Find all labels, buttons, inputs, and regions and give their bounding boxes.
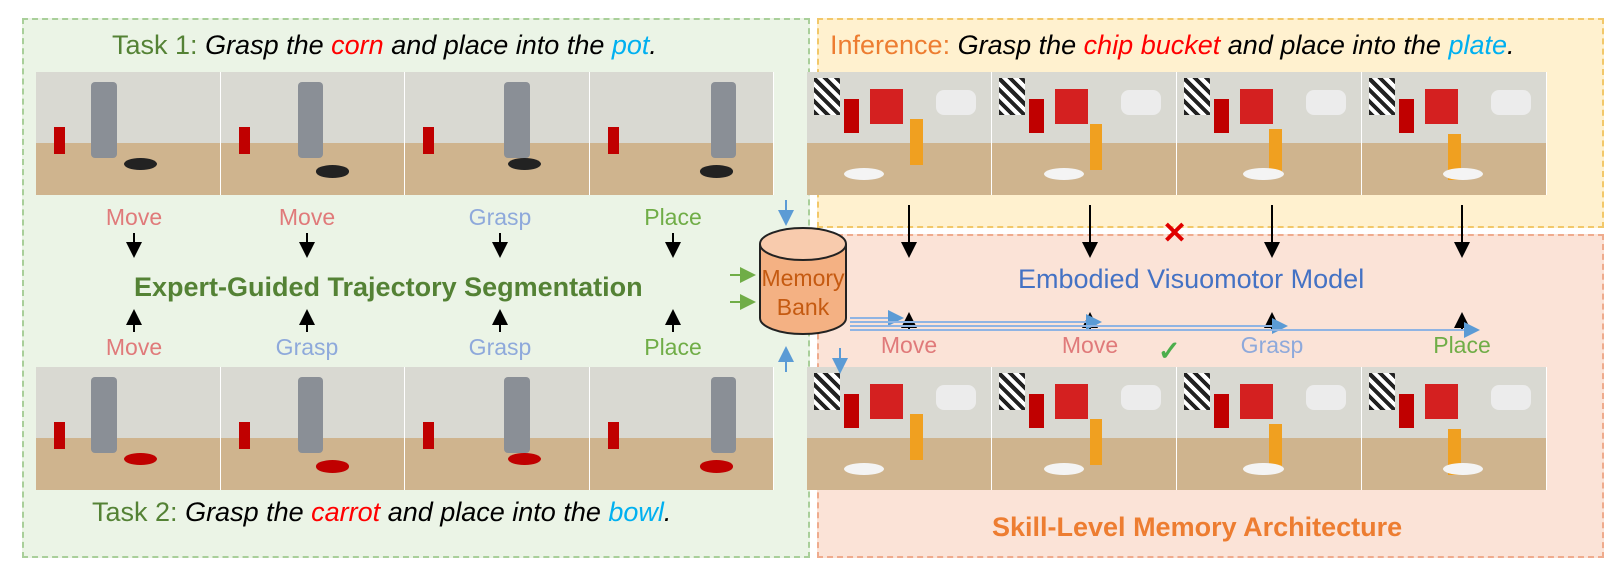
- task2-skill-label: Grasp: [468, 334, 532, 360]
- robot-frame: [36, 367, 221, 490]
- task2-skill-label: Grasp: [275, 334, 339, 360]
- task2-caption: Task 2: Grasp the carrot and place into …: [92, 497, 671, 528]
- robot-frame: [36, 72, 221, 195]
- task2-skill-label: Move: [105, 334, 163, 360]
- inference-mid: and place into the: [1227, 30, 1441, 60]
- robot-frame: [1177, 72, 1362, 195]
- robot-frame: [589, 72, 774, 195]
- task2-end: .: [663, 497, 672, 527]
- inference-end: .: [1507, 30, 1515, 60]
- task1-skill-label: Move: [105, 204, 163, 230]
- robot-frame: [992, 367, 1177, 490]
- inference-target: plate: [1448, 30, 1508, 60]
- robot-frame: [992, 72, 1177, 195]
- model-title: Embodied Visuomotor Model: [1018, 264, 1365, 294]
- task2-prefix: Task 2:: [92, 497, 178, 527]
- memory-bank-label: Memory Bank: [758, 264, 848, 322]
- robot-frame: [1177, 367, 1362, 490]
- task1-skill-label: Move: [278, 204, 336, 230]
- robot-frame: [807, 367, 992, 490]
- retrieved-skill-label: Move: [880, 332, 938, 358]
- retrieved-skill-label: Grasp: [1240, 332, 1304, 358]
- task1-skill-label: Place: [644, 204, 702, 230]
- memory-bank-line2: Bank: [776, 294, 830, 320]
- task2-mid: and place into the: [387, 497, 601, 527]
- robot-frame: [405, 367, 590, 490]
- robot-frame: [589, 367, 774, 490]
- architecture-title: Skill-Level Memory Architecture: [992, 512, 1403, 542]
- robot-frame: [220, 367, 405, 490]
- inference-pre: Grasp the: [957, 30, 1077, 60]
- task2-pre: Grasp the: [185, 497, 304, 527]
- memory-bank-line1: Memory: [761, 265, 845, 291]
- task2-object: carrot: [311, 497, 381, 527]
- memory-bank-cylinder: [759, 227, 847, 335]
- retrieved-skill-label: Move: [1061, 332, 1119, 358]
- retrieved-skill-label: Place: [1433, 332, 1491, 358]
- robot-frame: [1362, 72, 1547, 195]
- task1-prefix: Task 1:: [112, 30, 198, 60]
- task1-end: .: [649, 30, 657, 60]
- task1-caption: Task 1: Grasp the corn and place into th…: [112, 30, 657, 61]
- robot-frame: [1362, 367, 1547, 490]
- task1-pre: Grasp the: [205, 30, 324, 60]
- task1-mid: and place into the: [391, 30, 605, 60]
- robot-frame: [807, 72, 992, 195]
- mismatch-cross-icon: ✕: [1162, 217, 1188, 250]
- task1-skill-label: Grasp: [468, 204, 532, 230]
- task1-object: corn: [331, 30, 384, 60]
- inference-prefix: Inference:: [830, 30, 951, 60]
- task1-target: pot: [611, 30, 650, 60]
- task2-skill-label: Place: [644, 334, 702, 360]
- task2-target: bowl: [608, 497, 664, 527]
- match-check-icon: ✓: [1158, 336, 1181, 366]
- inference-caption: Inference: Grasp the chip bucket and pla…: [830, 30, 1515, 61]
- inference-object: chip bucket: [1083, 30, 1221, 60]
- segmentation-title: Expert-Guided Trajectory Segmentation: [134, 272, 643, 302]
- robot-frame: [220, 72, 405, 195]
- robot-frame: [405, 72, 590, 195]
